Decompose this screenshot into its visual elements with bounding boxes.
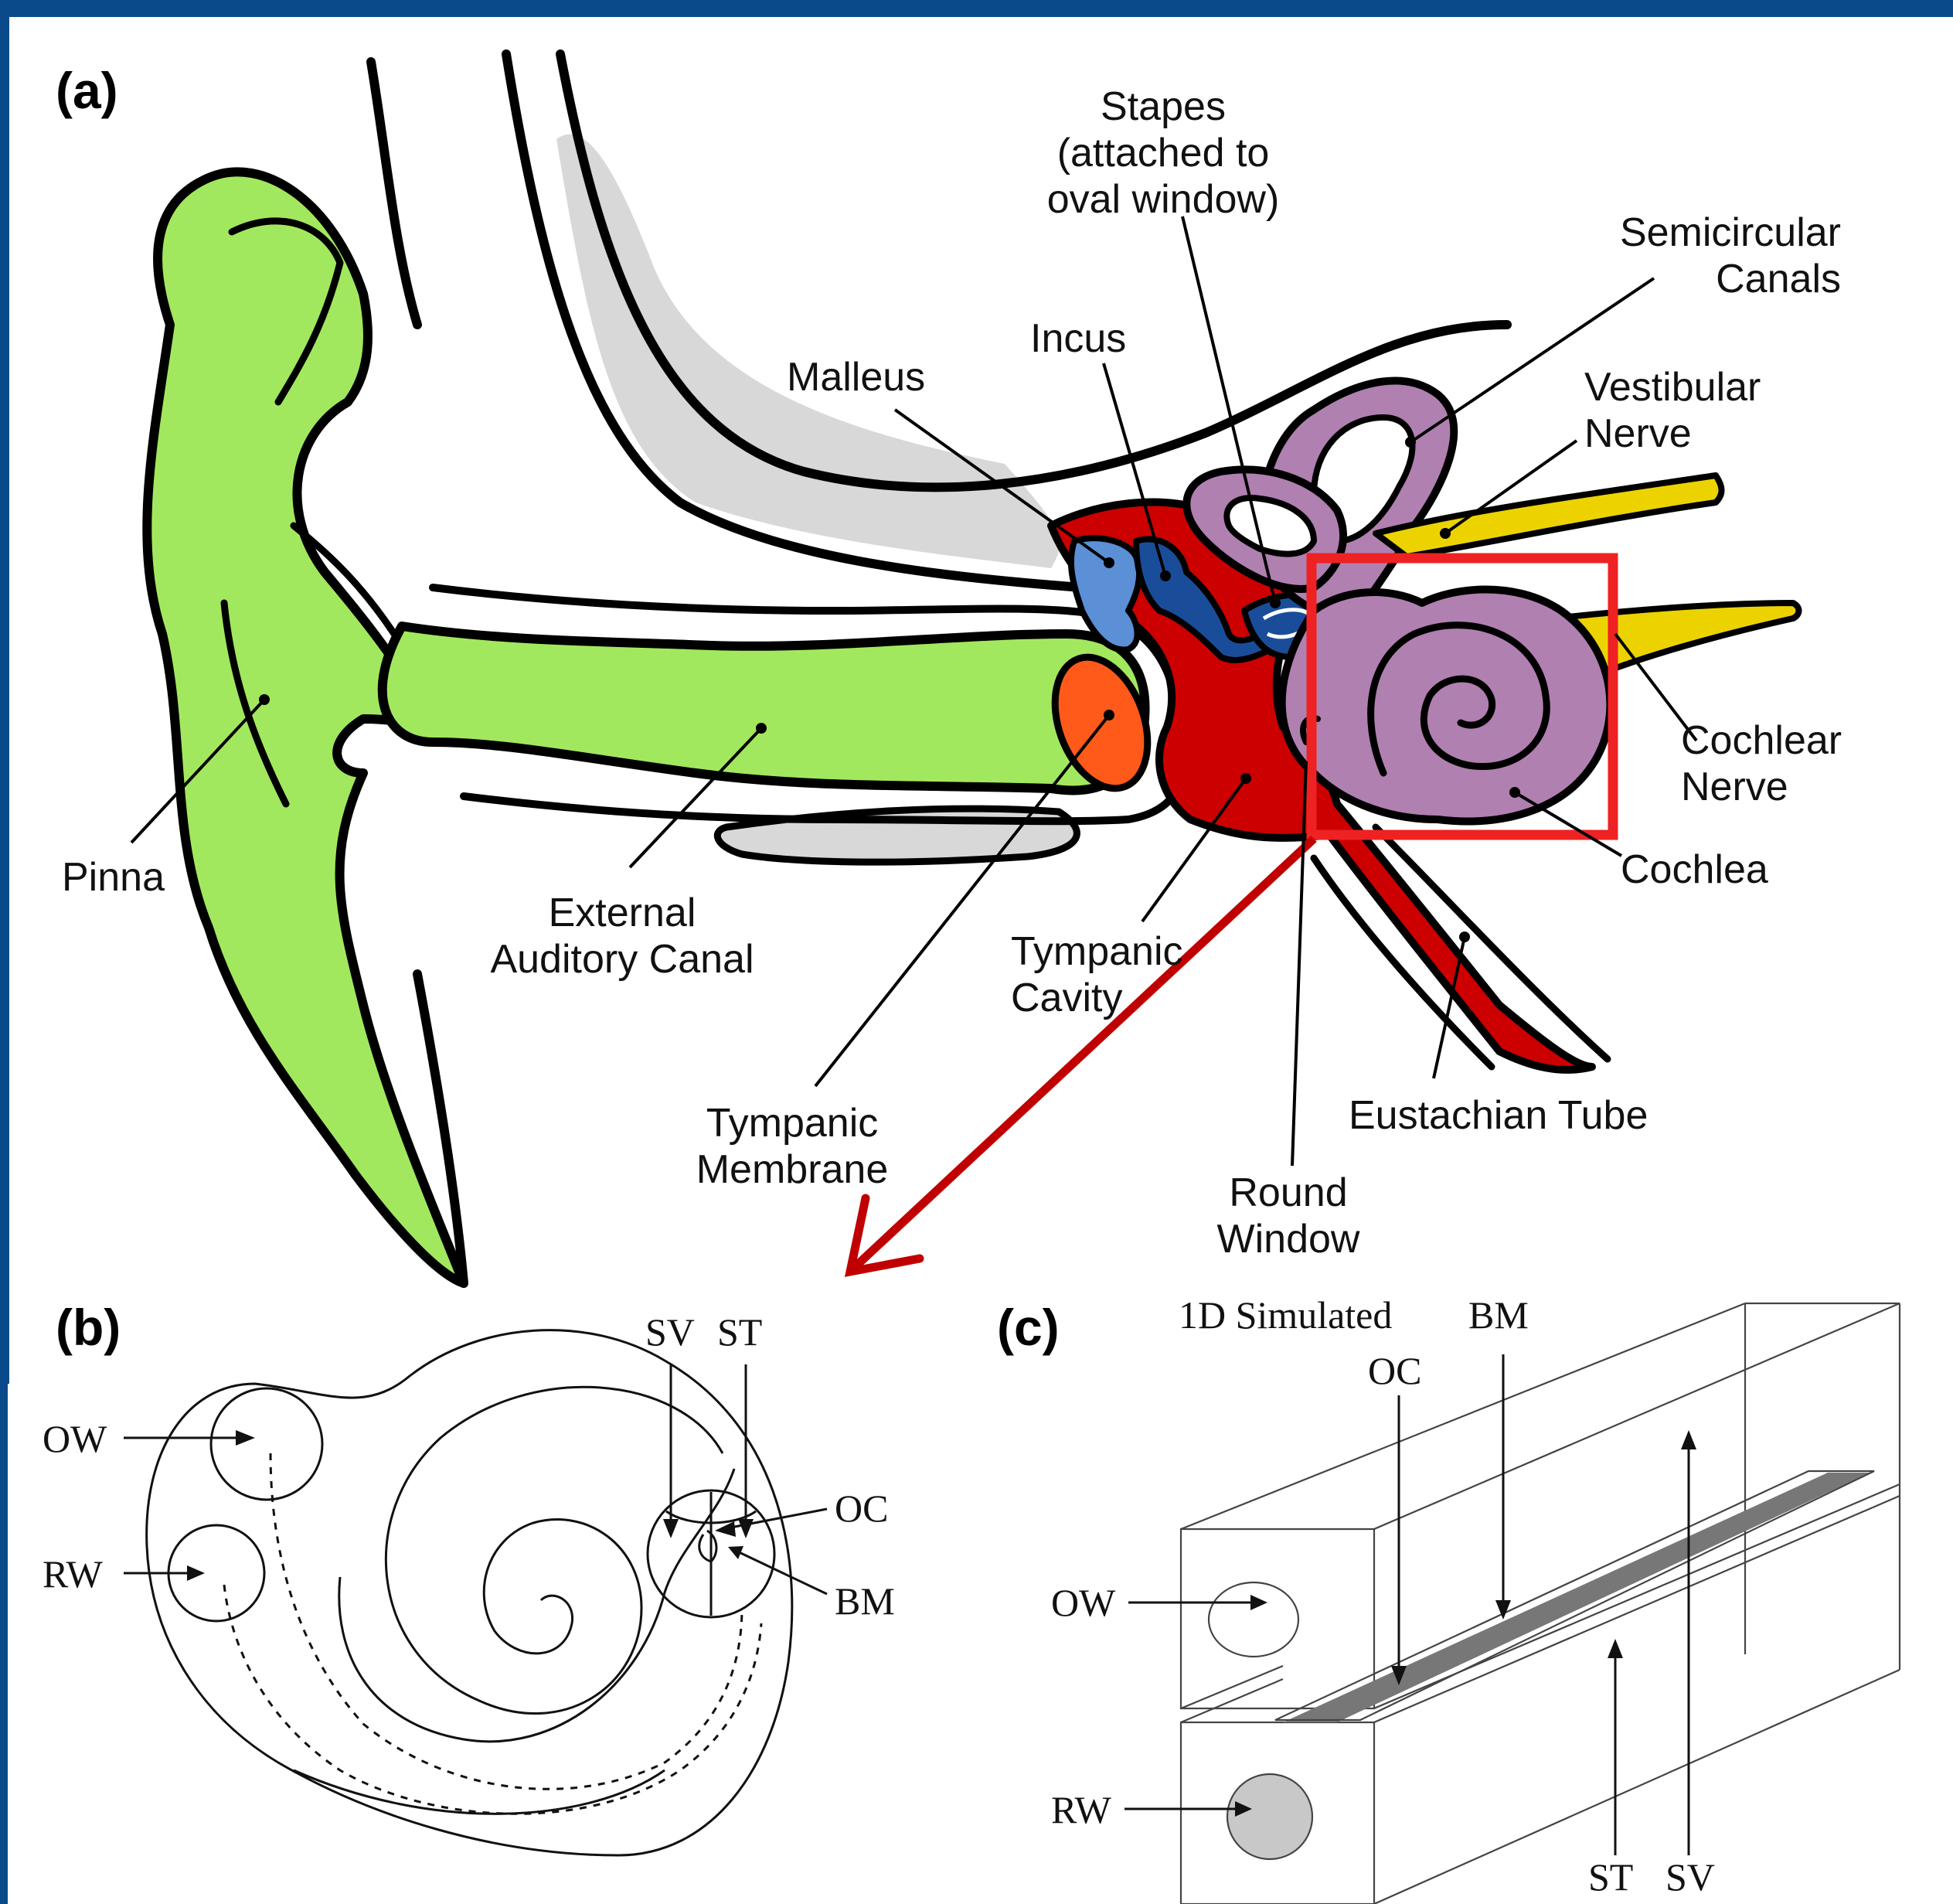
panel-b-pointers — [124, 1364, 827, 1594]
edge-mid-left — [1181, 1666, 1283, 1708]
label-eustachian: Eustachian Tube — [1349, 1093, 1648, 1138]
label-b-oc: OC — [835, 1487, 888, 1530]
panel-a-label: (a) — [56, 62, 118, 119]
label-c-sim1d: 1D Simulated — [1179, 1293, 1392, 1337]
semicircular-pointer-dot — [1405, 437, 1416, 448]
bm-pointer — [734, 1550, 827, 1594]
label-vestibular-1: Vestibular — [1584, 365, 1761, 410]
stapes-pointer-dot — [1270, 598, 1281, 608]
st-arrowhead — [738, 1519, 754, 1538]
oval-window-ellipse — [1209, 1582, 1298, 1657]
label-round-1: Round — [1229, 1170, 1347, 1215]
panel-c-label: (c) — [997, 1299, 1060, 1356]
label-b-sv: SV — [645, 1310, 695, 1354]
label-cavity-2: Cavity — [1011, 976, 1122, 1020]
label-stapes-3: oval window) — [1047, 177, 1280, 222]
head-outline — [371, 62, 417, 325]
label-b-ow: OW — [43, 1417, 107, 1460]
edge-top-left — [1181, 1303, 1745, 1529]
cavity-pointer-dot — [1240, 773, 1251, 784]
label-cochlear-nerve-1: Cochlear — [1681, 718, 1842, 763]
membrane-pointer-dot — [1104, 710, 1114, 720]
label-round-2: Window — [1217, 1217, 1360, 1262]
incus-pointer-dot — [1160, 571, 1171, 581]
ow-arrowhead — [236, 1430, 255, 1446]
eustachian-pointer-dot — [1459, 932, 1470, 942]
label-c-ow: OW — [1051, 1581, 1116, 1624]
frame-left-lower — [0, 1384, 8, 1904]
cochlea-pointer — [1515, 792, 1621, 856]
panel-b-labels: SV ST OW RW OC BM — [43, 1310, 895, 1623]
label-cochlea: Cochlea — [1621, 847, 1768, 892]
label-stapes-2: (attached to — [1057, 131, 1270, 175]
label-b-bm: BM — [835, 1579, 895, 1623]
label-c-st: ST — [1588, 1855, 1633, 1899]
label-b-rw: RW — [43, 1552, 104, 1596]
organ-of-corti-detail — [699, 1531, 716, 1562]
external-canal-shape — [383, 626, 1145, 790]
label-c-rw: RW — [1051, 1788, 1112, 1831]
label-c-bm: BM — [1468, 1293, 1529, 1337]
label-semicircular-2: Canals — [1716, 257, 1841, 301]
pinna-pointer-dot — [259, 694, 270, 705]
label-vestibular-2: Nerve — [1584, 411, 1692, 456]
label-cochlear-nerve-2: Nerve — [1681, 765, 1788, 809]
label-c-sv: SV — [1665, 1855, 1715, 1899]
cochlea-pointer-dot — [1509, 787, 1520, 798]
cochlea-inner-outline — [294, 1770, 665, 1814]
sv-arrowhead — [663, 1519, 679, 1538]
label-malleus: Malleus — [787, 355, 925, 400]
label-b-st: ST — [717, 1310, 762, 1354]
canal-pointer-dot — [756, 723, 767, 734]
malleus-pointer-dot — [1104, 557, 1114, 568]
label-canal-1: External — [549, 891, 696, 935]
ow-c-arrowhead — [1250, 1595, 1267, 1610]
frame-top — [0, 0, 1953, 17]
dashed-fluid-path-2 — [224, 1585, 761, 1814]
label-membrane-2: Membrane — [696, 1147, 889, 1192]
round-window-disc — [1227, 1774, 1312, 1859]
temporal-bone-upper — [556, 135, 1060, 568]
label-cavity-1: Tympanic — [1011, 929, 1183, 974]
panel-c: (c) — [997, 1293, 1900, 1904]
sv-c-arrowhead — [1681, 1430, 1696, 1449]
edge-mid-left-2 — [1181, 1679, 1283, 1722]
oval-window-circle — [211, 1388, 322, 1500]
cochlea-spiral-b — [386, 1387, 723, 1713]
panel-b: (b) SV — [43, 1299, 895, 1855]
basilar-membrane-strip — [1283, 1473, 1870, 1722]
rw-arrowhead — [187, 1565, 205, 1581]
label-pinna: Pinna — [62, 855, 165, 900]
label-membrane-1: Tympanic — [706, 1101, 879, 1146]
label-canal-2: Auditory Canal — [490, 937, 754, 982]
label-semicircular-1: Semicircular — [1620, 210, 1841, 255]
st-c-arrowhead — [1608, 1639, 1623, 1658]
vestibular-pointer-dot — [1440, 528, 1451, 539]
label-c-oc: OC — [1368, 1349, 1421, 1392]
edge-bottom — [1374, 1670, 1900, 1904]
panel-b-label: (b) — [56, 1299, 121, 1356]
panel-a: (a) — [56, 54, 1842, 1283]
label-stapes-1: Stapes — [1101, 84, 1226, 129]
label-incus: Incus — [1030, 316, 1126, 361]
cochlea-outer-outline — [147, 1330, 792, 1855]
panel-c-pointers — [1125, 1354, 1696, 1855]
cochlea-shape — [1282, 590, 1611, 822]
edge-mid-lower — [1374, 1496, 1900, 1722]
frame-left-upper — [0, 0, 9, 1384]
